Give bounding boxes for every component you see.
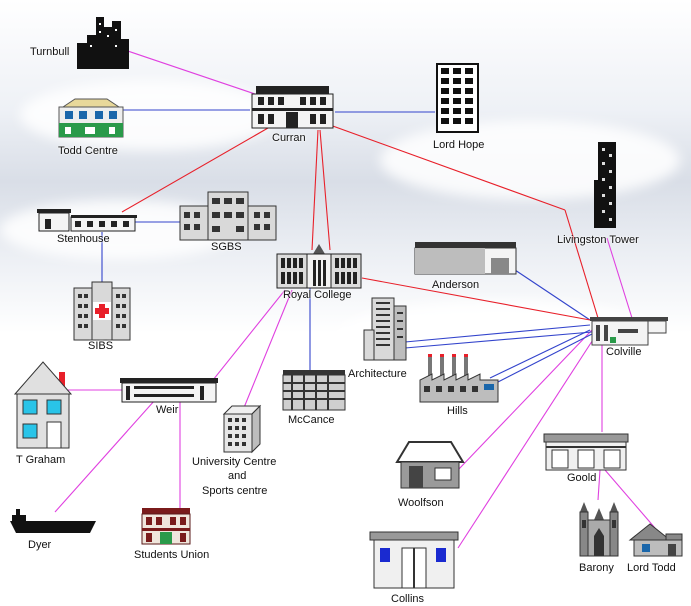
link-turnbull-curran [109,44,259,96]
todd-centre-label: Todd Centre [58,145,118,157]
link-colville-livingston [606,237,633,319]
royal-college-building-icon[interactable] [275,242,363,290]
students-union-building-icon[interactable] [140,506,192,546]
anderson-label: Anderson [432,279,480,291]
link-royalcollege-unicentre [242,289,293,411]
link-hills-colville [497,333,593,383]
collins-building-icon[interactable] [368,530,460,590]
cloud [380,120,680,200]
link-colville-woolfson [457,329,593,471]
lord-hope-building-icon[interactable] [435,62,480,134]
link-livingston-colville [564,209,599,319]
lord-hope-label: Lord Hope [433,139,485,151]
hills-building-icon[interactable] [418,352,500,404]
stenhouse-building-icon[interactable] [35,207,140,233]
weir-label: Weir [156,404,179,416]
sgbs-label: SGBS [211,241,242,253]
turnbull-label: Turnbull [30,46,70,58]
colville-building-icon[interactable] [588,315,670,347]
collins-label: Collins [391,593,425,605]
mccance-building-icon[interactable] [281,368,347,412]
link-curran-stenhouse [121,127,269,213]
students-union-label: Students Union [134,549,210,561]
link-goold-lordtodd [604,469,656,529]
sibs-building-icon[interactable] [72,280,132,342]
goold-label: Goold [567,472,597,484]
anderson-building-icon[interactable] [413,240,518,276]
link-curran-royalcollege-2 [319,129,331,251]
livingston-tower-building-icon[interactable] [592,140,622,230]
todd-centre-building-icon[interactable] [55,97,125,139]
barony-label: Barony [579,562,614,574]
mccance-label: McCance [288,414,335,426]
lord-todd-label: Lord Todd [627,562,676,574]
curran-label: Curran [272,132,306,144]
royal-college-label: Royal College [283,289,352,301]
link-royalcollege-weir [204,289,286,391]
hills-label: Hills [447,405,468,417]
colville-label: Colville [606,346,642,358]
dyer-label: Dyer [28,539,52,551]
weir-building-icon[interactable] [118,376,220,404]
link-colville-collins [457,331,599,549]
woolfson-building-icon[interactable] [395,438,465,490]
lord-todd-building-icon[interactable] [628,522,686,558]
link-hills-colville-2 [489,329,591,379]
curran-building-icon[interactable] [250,84,335,130]
livingston-tower-label: Livingston Tower [557,234,639,246]
university-centre-label-line1: University Centre [192,456,277,468]
sgbs-building-icon[interactable] [178,190,278,242]
university-centre-label-line2: and [228,470,247,482]
link-anderson-colville [514,269,591,321]
barony-building-icon[interactable] [578,500,620,558]
link-architecture-colville-2 [404,331,593,349]
goold-building-icon[interactable] [542,432,630,472]
link-curran-royalcollege [311,129,319,251]
turnbull-building-icon[interactable] [75,15,130,70]
architecture-building-icon[interactable] [362,296,407,362]
link-curran-colville [329,124,566,211]
t-graham-label: T Graham [16,454,66,466]
university-centre-building-icon[interactable] [222,404,262,454]
link-royalcollege-colville [361,277,591,321]
dyer-ship-icon[interactable] [8,507,98,535]
woolfson-label: Woolfson [398,497,444,509]
architecture-label: Architecture [348,368,407,380]
stenhouse-label: Stenhouse [57,233,110,245]
t-graham-building-icon[interactable] [13,358,73,450]
link-goold-barony [597,469,601,501]
link-weir-dyer [54,399,156,513]
sibs-label: SIBS [88,340,114,352]
university-centre-label-line3: Sports centre [202,485,268,497]
link-architecture-colville [404,324,591,343]
